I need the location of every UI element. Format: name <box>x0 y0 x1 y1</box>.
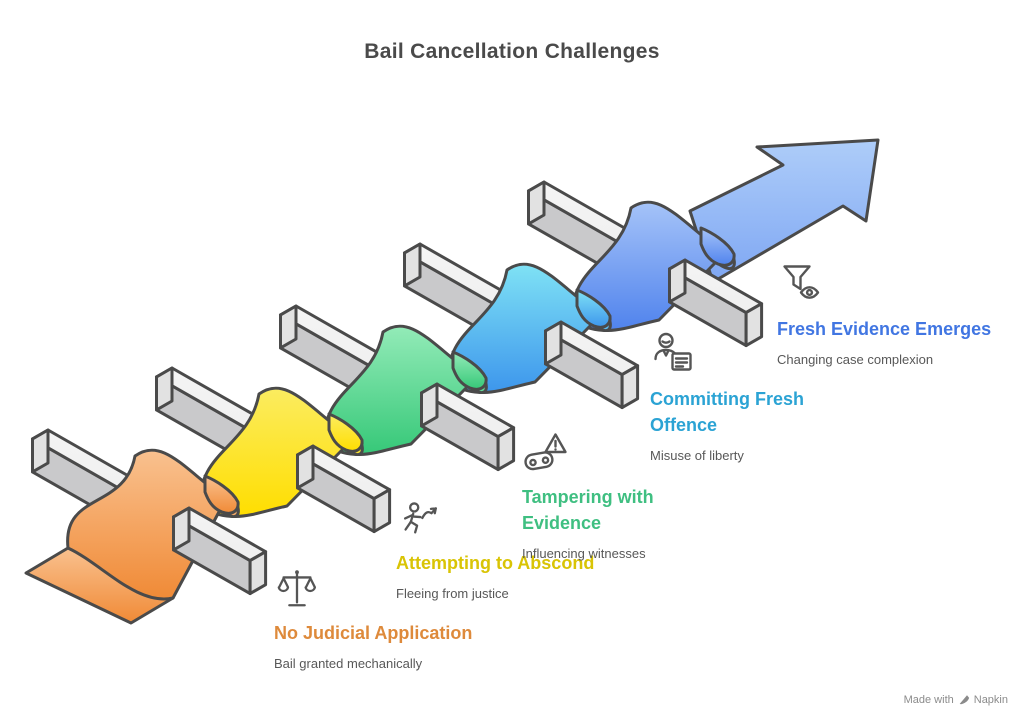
step-1-front-bar <box>172 506 268 596</box>
step-2-front-bar <box>296 444 392 534</box>
watermark-prefix: Made with <box>903 694 954 706</box>
step-1-title: No Judicial Application <box>274 623 473 643</box>
step-5: Fresh Evidence Emerges Changing case com… <box>777 259 992 369</box>
ribbon-fold-4 <box>575 288 612 329</box>
step-4-front-bar <box>544 320 640 410</box>
ribbon-fold-3 <box>451 350 488 391</box>
step-3: Tampering with Evidence Influencing witn… <box>522 427 737 563</box>
offender-record-icon <box>654 332 692 371</box>
step-3-title: Tampering with Evidence <box>522 487 654 534</box>
step-5-subtitle: Changing case complexion <box>777 352 934 368</box>
page-title: Bail Cancellation Challenges <box>364 40 660 63</box>
evidence-chain-warning-icon <box>524 433 567 471</box>
forward-arrow <box>688 138 880 284</box>
evidence-funnel-eye-icon <box>783 265 820 299</box>
step-2-subtitle: Fleeing from justice <box>396 586 509 602</box>
bar-end-cap <box>544 320 563 366</box>
bar-end-cap <box>172 506 191 552</box>
bar-end-cap <box>31 428 50 474</box>
bar-end-cap <box>279 304 298 350</box>
bar-end-cap <box>668 258 687 304</box>
bar-end-cap <box>248 550 268 596</box>
step-3-front-bar <box>420 382 516 472</box>
bar-end-cap <box>620 364 640 410</box>
step-4-subtitle: Misuse of liberty <box>650 448 744 464</box>
made-with-napkin[interactable]: Made with Napkin <box>904 694 1008 706</box>
bar-end-cap <box>496 426 516 472</box>
step-5-title: Fresh Evidence Emerges <box>777 319 992 339</box>
ribbon-fold-2 <box>327 412 364 453</box>
step-2-title: Attempting to Abscond <box>396 553 595 573</box>
step-4-title: Committing Fresh Offence <box>650 389 805 436</box>
running-person-icon <box>403 502 437 534</box>
step-5-front-bar <box>668 258 764 348</box>
bar-end-cap <box>527 180 546 226</box>
bar-end-cap <box>155 366 174 412</box>
ribbon-fold-5 <box>699 226 736 267</box>
bar-end-cap <box>403 242 422 288</box>
bar-end-cap <box>372 488 392 534</box>
napkin-pen-icon <box>959 695 969 705</box>
ribbon-fold-1 <box>203 474 240 515</box>
scales-of-justice-icon <box>277 570 316 607</box>
step-2: Attempting to Abscond Fleeing from justi… <box>396 495 611 603</box>
step-1: No Judicial Application Bail granted mec… <box>274 565 474 673</box>
bar-end-cap <box>744 302 764 348</box>
watermark-brand: Napkin <box>973 694 1008 706</box>
bar-end-cap <box>296 444 315 490</box>
step-4: Committing Fresh Offence Misuse of liber… <box>650 329 825 465</box>
step-3-subtitle: Influencing witnesses <box>522 546 646 562</box>
step-1-subtitle: Bail granted mechanically <box>274 656 423 672</box>
bar-end-cap <box>420 382 439 428</box>
